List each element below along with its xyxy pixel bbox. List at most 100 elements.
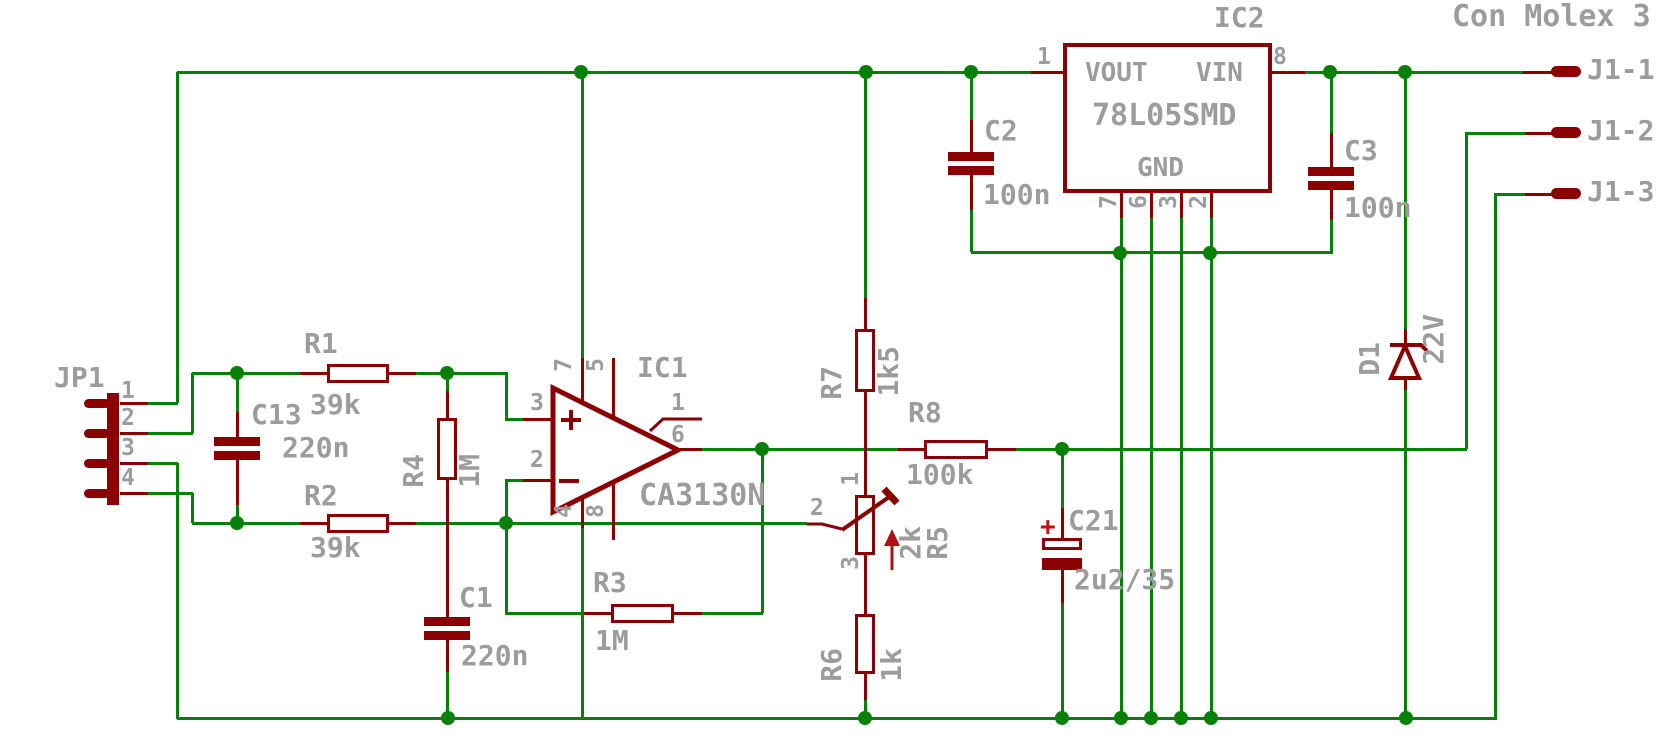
wire-fb-v (761, 449, 764, 613)
connector-jp1-pin3[interactable] (84, 459, 110, 468)
jp1-pin-number: 3 (121, 435, 135, 461)
connector-j1-3-pad[interactable] (1551, 188, 1581, 199)
ic1-pin-number: 4 (551, 504, 577, 518)
lead (1272, 71, 1305, 74)
connector-jp1-pin2[interactable] (84, 429, 110, 438)
label-c3-value: 100n (1344, 191, 1412, 224)
connector-j1-1-pad[interactable] (1551, 66, 1581, 77)
wire-jp1-p2-v (191, 373, 194, 433)
wire-out-right (1016, 448, 1467, 451)
resistor-r7-body[interactable] (855, 329, 875, 392)
label-c3-ref: C3 (1344, 134, 1378, 167)
capacitor-c1-plate[interactable] (424, 631, 470, 640)
ic2-vout-label: VOUT (1085, 58, 1148, 88)
resistor-r1-body[interactable] (327, 364, 389, 383)
junction (964, 65, 978, 79)
wire-pin7-v (581, 72, 584, 358)
lead (236, 459, 239, 505)
wire-c21-top-v (1061, 449, 1064, 508)
wire-innode-right (416, 372, 508, 375)
ic1-pin-number: 2 (530, 447, 544, 473)
ic2-regulator-body[interactable] (1063, 43, 1272, 193)
junction (755, 442, 769, 456)
opamp-ic1-symbol[interactable] (550, 383, 684, 517)
wire-j12-h (1465, 132, 1525, 135)
capacitor-c2-plate[interactable] (948, 166, 994, 175)
ic2-vin-label: VIN (1196, 58, 1243, 88)
wire-ic2-p2-v (1210, 218, 1213, 718)
label-r4-ref: R4 (397, 454, 430, 488)
connector-jp1-body[interactable] (107, 393, 119, 505)
capacitor-c1-plate[interactable] (424, 617, 470, 626)
connector-jp1-pin1[interactable] (84, 399, 110, 408)
capacitor-c21-plate-negative[interactable] (1042, 558, 1082, 570)
junction (1174, 711, 1188, 725)
ic2-pin-number: 7 (1096, 195, 1122, 209)
capacitor-c13-plate[interactable] (214, 451, 260, 460)
ic2-pin-number: 2 (1186, 195, 1212, 209)
wire-jp1-p1-v (176, 72, 179, 403)
junction (1399, 711, 1413, 725)
trimmer-r5-symbol[interactable] (807, 486, 900, 570)
lead (1150, 193, 1153, 218)
label-c13-value: 220n (282, 431, 350, 464)
resistor-r8-body[interactable] (924, 440, 988, 459)
wire-pin3-jog (505, 418, 523, 421)
capacitor-c13-plate[interactable] (214, 437, 260, 446)
capacitor-c3-plate[interactable] (1308, 181, 1354, 190)
resistor-r3-body[interactable] (611, 604, 674, 623)
resistor-r6-body[interactable] (855, 614, 875, 674)
label-r2-value: 39k (310, 531, 361, 564)
wire-d1-top-v (1404, 72, 1407, 329)
capacitor-c2-plate[interactable] (948, 152, 994, 161)
label-j1-1: J1-1 (1587, 53, 1655, 86)
lead (1120, 193, 1123, 218)
wire-top-rail-left (177, 71, 1031, 74)
wire-pin2-jog (505, 479, 523, 482)
label-ic2-part: 78L05SMD (1092, 98, 1237, 133)
zener-d1-symbol[interactable] (1387, 341, 1429, 380)
label-j1-2: J1-2 (1587, 114, 1655, 147)
lead (1210, 193, 1213, 218)
junction (499, 516, 513, 530)
capacitor-c21-plate-positive[interactable] (1042, 538, 1082, 550)
trimmer-pin-number: 2 (810, 495, 824, 521)
resistor-r4-body[interactable] (437, 418, 457, 480)
junction (859, 65, 873, 79)
wire-d1-bot-v (1404, 390, 1407, 718)
connector-jp1-ref: JP1 (54, 361, 105, 394)
jp1-pin-number: 4 (121, 465, 135, 491)
ic1-pin-number: 5 (583, 358, 609, 372)
lead (1404, 377, 1407, 390)
label-r8-ref: R8 (908, 396, 942, 429)
label-r8-value: 100k (906, 458, 974, 491)
lead (864, 298, 867, 329)
label-r6-ref: R6 (815, 648, 848, 682)
lead (987, 448, 1016, 451)
junction (1398, 65, 1412, 79)
connector-j1-2-pad[interactable] (1551, 127, 1581, 138)
wire-invnode-left (192, 522, 300, 525)
lead (970, 175, 973, 210)
connector-jp1-pin4[interactable] (84, 489, 110, 498)
lead (300, 372, 328, 375)
junction (441, 711, 455, 725)
capacitor-c3-plate[interactable] (1308, 167, 1354, 176)
wire-innode-left (192, 372, 300, 375)
label-c21-ref: C21 (1068, 504, 1119, 537)
junction (1113, 246, 1127, 260)
trimmer-pin-number: 3 (838, 556, 864, 570)
lead (120, 462, 148, 465)
wire-pin4-gnd-v (581, 528, 584, 718)
ic1-pin-number: 3 (530, 390, 544, 416)
wire-j13-v (1494, 194, 1497, 718)
junction (1144, 711, 1158, 725)
label-c2-ref: C2 (984, 114, 1018, 147)
label-c21-value: 2u2/35 (1074, 563, 1176, 596)
label-r5-ref: R5 (921, 526, 954, 560)
resistor-r2-body[interactable] (327, 514, 389, 533)
label-ic1-part: CA3130N (639, 478, 766, 513)
ic2-gnd-label: GND (1137, 153, 1184, 183)
label-d1-ref: D1 (1353, 342, 1386, 376)
